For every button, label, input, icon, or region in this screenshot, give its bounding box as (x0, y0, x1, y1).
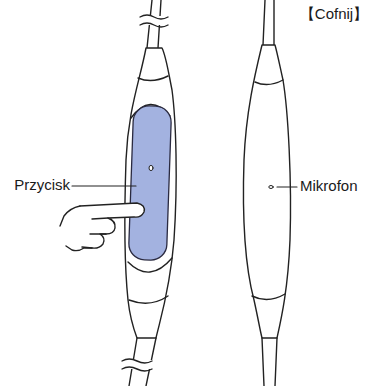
break-mark (140, 15, 168, 27)
cable (262, 338, 277, 386)
button (128, 105, 171, 260)
hand (60, 206, 80, 226)
cable (263, 0, 274, 45)
hand-fingers (82, 218, 108, 248)
break-mark (122, 359, 152, 371)
button-dot (149, 165, 153, 170)
view-label: 【Cofnij】 (300, 6, 368, 23)
remote-body (125, 48, 176, 338)
body-seam (128, 104, 172, 272)
part-label: Mikrofon (300, 178, 358, 195)
body-seam (252, 80, 285, 300)
microphone-hole (269, 186, 273, 189)
part-label: Przycisk (14, 177, 70, 194)
hand (66, 203, 144, 251)
remote-body (243, 45, 290, 338)
leader-line (72, 185, 136, 186)
leader-line (277, 186, 297, 187)
